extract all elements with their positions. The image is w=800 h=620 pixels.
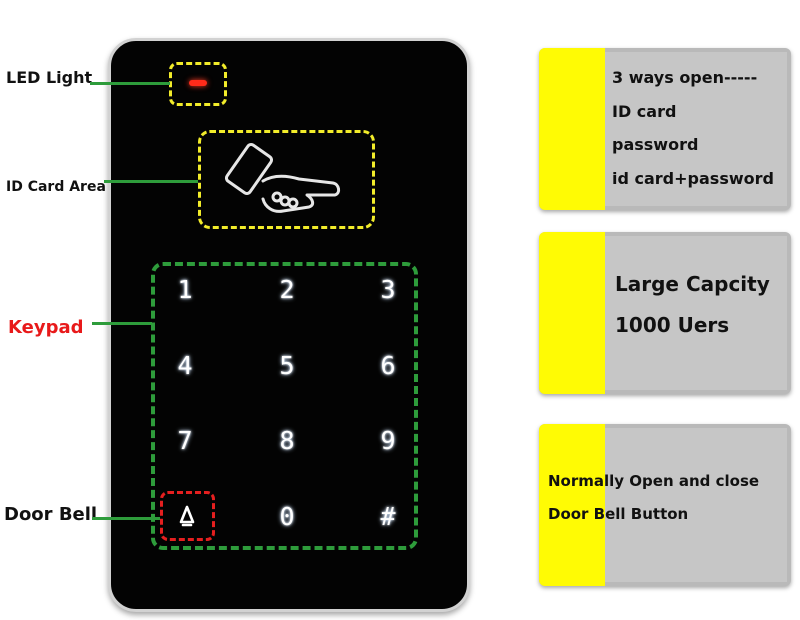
keypad-leader-line [92,322,152,325]
info-panel-capacity: Large Capcity 1000 Uers [539,232,791,394]
access-control-keypad-device [108,38,470,612]
door-bell-panel-line-1: Normally Open and close [548,472,760,490]
capacity-users: 1000 Uers [615,313,730,337]
bell-icon [179,505,195,527]
keypad-label: Keypad [8,317,84,338]
led-light-leader-line [90,82,170,85]
key-6[interactable]: 6 [380,351,396,380]
id-card-leader-line [104,180,198,183]
door-bell-panel-line-2: Door Bell Button [548,505,689,523]
info-panel-open-ways: 3 ways open----- ID card password id car… [539,48,791,210]
key-0[interactable]: 0 [279,502,295,531]
key-3[interactable]: 3 [380,275,396,304]
card-tap-icon [224,143,341,213]
panel-body [605,236,787,390]
door-bell-button[interactable] [160,491,215,541]
panel-stripe [539,232,605,394]
open-ways-combined: id card+password [612,169,774,188]
id-card-area-label: ID Card Area [6,179,106,195]
door-bell-label: Door Bell [4,504,98,525]
key-8[interactable]: 8 [279,426,295,455]
panel-stripe [539,48,605,210]
key-4[interactable]: 4 [177,351,193,380]
panel-stripe [539,424,605,586]
panel-body [605,428,787,582]
door-bell-leader-line [92,517,160,520]
key-1[interactable]: 1 [177,275,193,304]
key-5[interactable]: 5 [279,351,295,380]
panel-body [605,52,787,206]
open-ways-password: password [612,135,699,154]
id-card-area[interactable] [198,130,375,229]
key-9[interactable]: 9 [380,426,396,455]
open-ways-heading: 3 ways open----- [612,68,758,87]
key-hash[interactable]: # [380,502,396,531]
open-ways-id-card: ID card [612,102,677,121]
capacity-heading: Large Capcity [615,272,770,296]
keypad-area [151,262,418,550]
led-light-area [169,62,227,106]
info-panel-door-bell: Normally Open and close Door Bell Button [539,424,791,586]
key-2[interactable]: 2 [279,275,295,304]
led-light-label: LED Light [6,68,93,87]
led-indicator [189,80,207,86]
key-7[interactable]: 7 [177,426,193,455]
